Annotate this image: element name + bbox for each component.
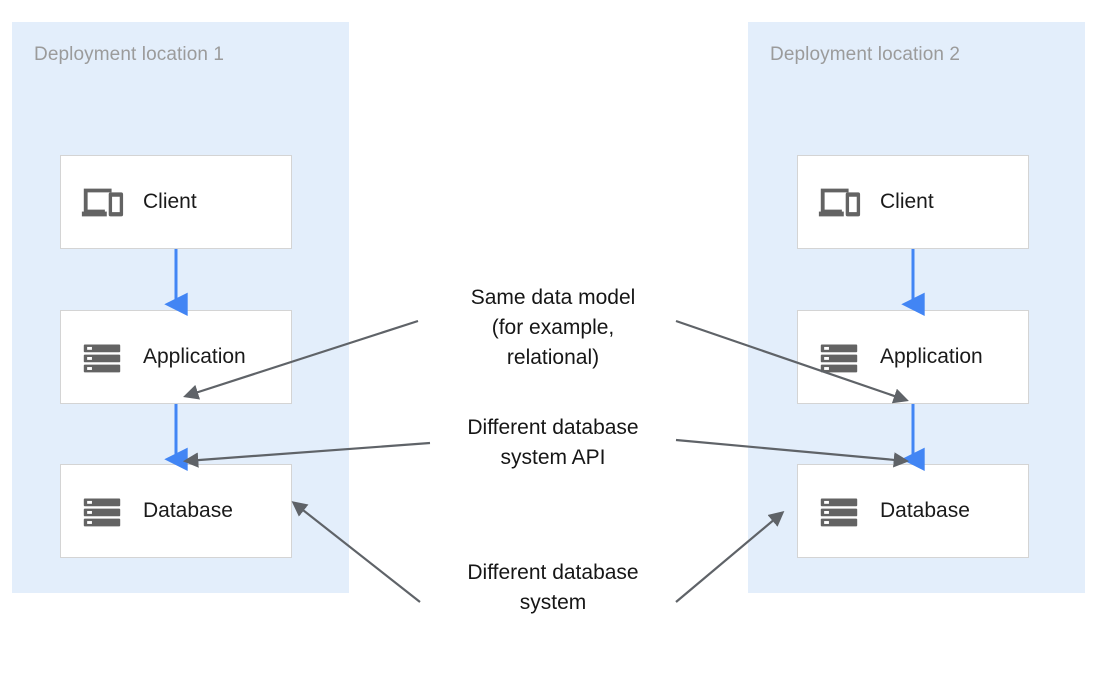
server-stack-icon bbox=[820, 498, 858, 527]
node-client-1[interactable]: Client bbox=[60, 155, 292, 249]
annotation-same-data-model: Same data model (for example, relational… bbox=[470, 286, 636, 369]
node-application-2[interactable]: Application bbox=[797, 310, 1029, 404]
node-client-2-label: Client bbox=[880, 190, 934, 213]
node-application-1[interactable]: Application bbox=[60, 310, 292, 404]
server-stack-icon bbox=[820, 344, 858, 373]
node-database-2[interactable]: Database bbox=[797, 464, 1029, 558]
annotation-different-database-system-api: Different database system API bbox=[467, 416, 639, 469]
annotation-different-database-system: Different database system bbox=[467, 561, 639, 614]
node-database-1-label: Database bbox=[143, 499, 233, 522]
node-database-1[interactable]: Database bbox=[60, 464, 292, 558]
node-application-2-label: Application bbox=[880, 345, 983, 368]
deployment-location-2-title: Deployment location 2 bbox=[770, 44, 961, 65]
server-stack-icon bbox=[83, 344, 121, 373]
node-client-2[interactable]: Client bbox=[797, 155, 1029, 249]
devices-icon bbox=[818, 188, 861, 217]
node-application-1-label: Application bbox=[143, 345, 246, 368]
node-database-2-label: Database bbox=[880, 499, 970, 522]
devices-icon bbox=[81, 188, 124, 217]
server-stack-icon bbox=[83, 498, 121, 527]
node-client-1-label: Client bbox=[143, 190, 197, 213]
deployment-location-1-title: Deployment location 1 bbox=[34, 44, 225, 65]
